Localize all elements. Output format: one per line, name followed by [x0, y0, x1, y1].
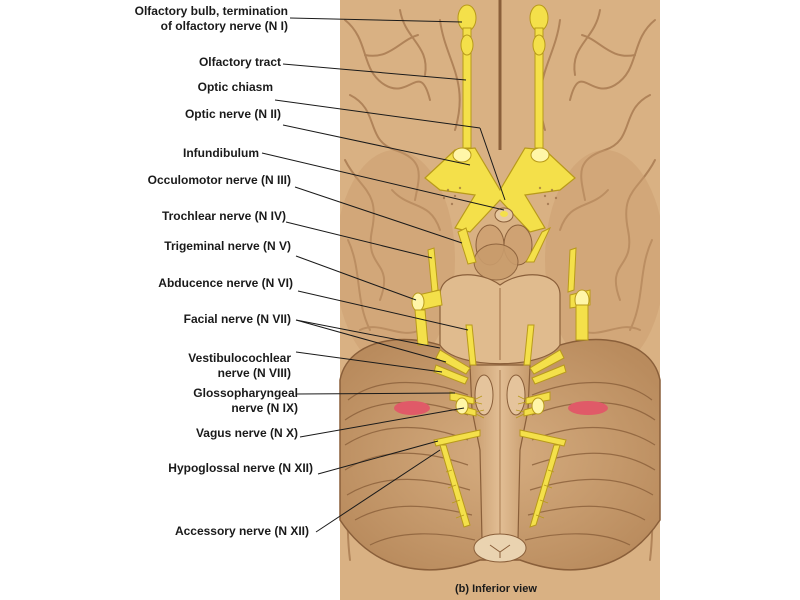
label-trigeminal-nerve: Trigeminal nerve (N V): [164, 239, 291, 253]
infundibulum-region: [473, 207, 533, 281]
label-vagus-nerve: Vagus nerve (N X): [195, 426, 298, 440]
label-hypoglossal-nerve: Hypoglossal nerve (N XII): [168, 461, 313, 475]
label-olfactory-bulb-line1: Olfactory bulb, termination: [134, 4, 288, 18]
label-glossopharyngeal-nerve: Glossopharyngeal nerve (N IX): [193, 386, 298, 416]
nerve-rootlets: [445, 395, 555, 519]
label-oculomotor-nerve: Occulomotor nerve (N III): [147, 173, 291, 187]
label-optic-nerve: Optic nerve (N II): [184, 107, 281, 121]
label-facial-nerve: Facial nerve (N VII): [183, 312, 291, 326]
label-accessory-nerve: Accessory nerve (N XII): [174, 524, 309, 538]
label-trochlear-nerve: Trochlear nerve (N IV): [161, 209, 286, 223]
label-olfactory-tract: Olfactory tract: [198, 55, 281, 69]
olfactory-system: [457, 4, 549, 149]
cranial-nerves: [411, 226, 591, 528]
figure-caption: (b) Inferior view: [455, 583, 537, 595]
label-glossopharyngeal-line1: Glossopharyngeal: [193, 386, 298, 400]
pons: [439, 274, 561, 365]
label-olfactory-bulb: Olfactory bulb, termination of olfactory…: [135, 4, 288, 34]
label-vestibulocochlear-nerve: Vestibulocochlear nerve (N VIII): [188, 351, 291, 381]
optic-chiasm: [424, 147, 576, 233]
label-olfactory-bulb-line2: of olfactory nerve (N I): [160, 19, 288, 33]
brainstem: [469, 364, 531, 563]
label-glossopharyngeal-line2: nerve (N IX): [231, 401, 298, 415]
label-vestibulocochlear-line2: nerve (N VIII): [217, 366, 291, 380]
label-infundibulum: Infundibulum: [183, 146, 259, 160]
leader-lines: [261, 17, 506, 533]
label-abducence-nerve: Abducence nerve (N VI): [158, 276, 293, 290]
label-optic-chiasm: Optic chiasm: [197, 80, 273, 94]
label-vestibulocochlear-line1: Vestibulocochlear: [188, 351, 291, 365]
